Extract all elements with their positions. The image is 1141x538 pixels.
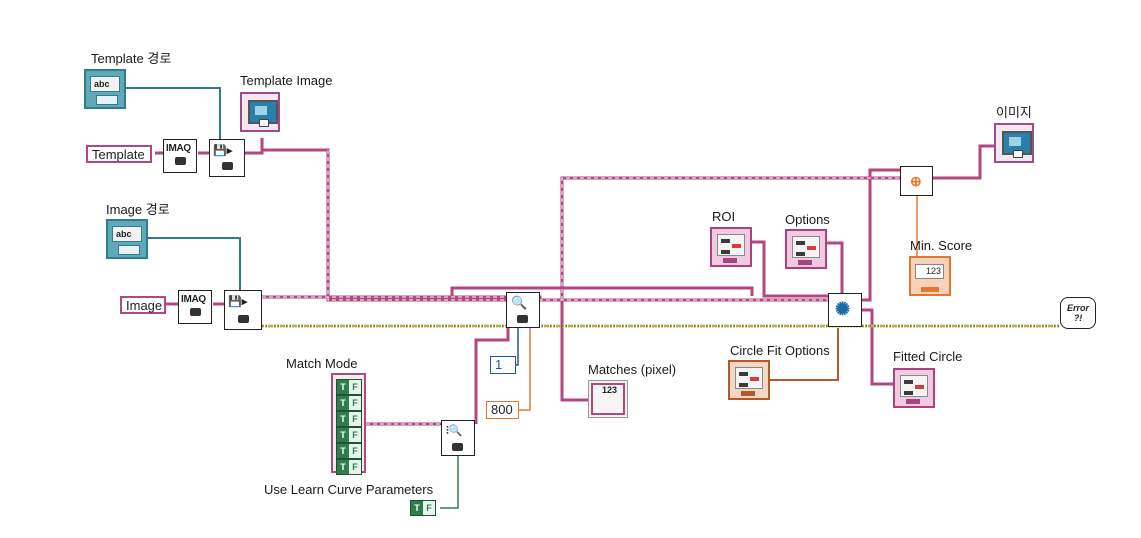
- imaq-icon: [175, 157, 186, 165]
- bool-wire-uselearn: [440, 444, 459, 509]
- image-wire-matches: [560, 300, 588, 402]
- cluster-icon: [717, 234, 745, 256]
- overlay-vi[interactable]: ⊕: [900, 166, 933, 196]
- image-wire-up: [450, 286, 754, 297]
- template-image-indicator[interactable]: [240, 92, 280, 132]
- image-base: [1013, 150, 1023, 158]
- imaq-glyph: IMAQ: [166, 143, 191, 154]
- label-matches-pixel: Matches (pixel): [588, 362, 677, 377]
- error-icon: Error: [1066, 303, 1089, 313]
- imaq-create-template[interactable]: IMAQ: [163, 139, 197, 173]
- circle-fit-icon: ✺: [835, 299, 851, 319]
- magnifier-icon: 🔍: [511, 295, 528, 310]
- path-icon: abc: [90, 76, 120, 92]
- pattern-match-square: [517, 315, 528, 323]
- image-wire-fitted: [862, 308, 893, 386]
- fitted-circle-cluster[interactable]: [893, 368, 935, 408]
- cluster-wire-circlefit: [770, 328, 839, 381]
- label-options: Options: [785, 212, 830, 227]
- image-wire-setup: [474, 320, 510, 424]
- label-roi: ROI: [712, 209, 736, 224]
- abc-glyph: abc: [116, 229, 132, 239]
- cluster-footer: [741, 391, 755, 396]
- cluster-footer: [723, 258, 737, 263]
- options-cluster[interactable]: [785, 229, 827, 269]
- label-image-dest: 이미지: [996, 105, 1032, 120]
- crosshair-icon: ⊕: [910, 173, 922, 189]
- read-file-square: [238, 315, 249, 323]
- path-wire-image: [140, 237, 241, 297]
- cluster-icon: [792, 236, 820, 258]
- read-file-icon: 💾▸: [213, 145, 233, 157]
- path-wire-template: [125, 87, 221, 150]
- cluster-footer: [798, 260, 812, 265]
- image-wire-template-read: [245, 148, 506, 302]
- constant-800[interactable]: 800: [486, 401, 519, 419]
- image-wire-roi: [752, 240, 828, 298]
- abc-glyph: abc: [94, 79, 110, 89]
- label-fitted-circle: Fitted Circle: [893, 349, 963, 364]
- read-file-square: [222, 162, 233, 170]
- min-score-indicator[interactable]: 123: [909, 256, 951, 296]
- image-wire-right: [862, 168, 900, 302]
- imaq-glyph: IMAQ: [181, 294, 206, 305]
- constant-one[interactable]: 1: [490, 356, 516, 374]
- path-icon: abc: [112, 226, 142, 242]
- int-wire-one: [516, 328, 519, 366]
- error-out-indicator[interactable]: Error?!: [1060, 297, 1096, 329]
- template-path-control[interactable]: abc: [84, 69, 126, 109]
- array-frame-icon: [591, 383, 625, 415]
- matches-indicator[interactable]: 123: [588, 380, 628, 418]
- image-wire-main: [262, 295, 828, 302]
- label-match-mode: Match Mode: [286, 356, 358, 371]
- cluster-footer: [906, 399, 920, 404]
- pattern-match-vi[interactable]: 🔍: [506, 292, 540, 328]
- image-name-constant[interactable]: Image: [120, 296, 166, 314]
- read-file-image[interactable]: 💾▸: [224, 290, 262, 330]
- browse-button: [96, 95, 118, 105]
- label-use-learn: Use Learn Curve Parameters: [264, 482, 434, 497]
- circle-fit-options-cluster[interactable]: [728, 360, 770, 400]
- imaq-icon: [190, 308, 201, 316]
- read-file-icon: 💾▸: [228, 296, 248, 308]
- read-file-template[interactable]: 💾▸: [209, 139, 245, 177]
- browse-button: [118, 245, 140, 255]
- image-wire-out: [933, 144, 994, 180]
- numeric-footer: [921, 287, 939, 292]
- setup-square: [452, 443, 463, 451]
- num-glyph: 123: [915, 264, 944, 279]
- label-min-score: Min. Score: [910, 238, 973, 253]
- label-image-path: Image 경로: [106, 202, 170, 217]
- image-path-control[interactable]: abc: [106, 219, 148, 259]
- error-glyph: ?!: [1073, 313, 1083, 323]
- image-wire-options: [827, 241, 844, 296]
- setup-match-vi[interactable]: ⫶🔍: [441, 420, 475, 456]
- roi-cluster[interactable]: [710, 227, 752, 267]
- num-wire-800: [519, 328, 531, 411]
- settings-icon: ⫶🔍: [446, 425, 463, 437]
- label-template-image: Template Image: [240, 73, 333, 88]
- imaq-create-image[interactable]: IMAQ: [178, 290, 212, 324]
- label-circle-fit-options: Circle Fit Options: [730, 343, 830, 358]
- circle-fit-vi[interactable]: ✺: [828, 293, 862, 327]
- template-name-constant[interactable]: Template: [86, 145, 152, 163]
- image-dest-indicator[interactable]: [994, 123, 1034, 163]
- cluster-icon: [900, 375, 928, 397]
- num-glyph: 123: [602, 385, 618, 395]
- image-base: [259, 119, 269, 127]
- cluster-icon: [735, 367, 763, 389]
- label-template-path: Template 경로: [91, 51, 172, 66]
